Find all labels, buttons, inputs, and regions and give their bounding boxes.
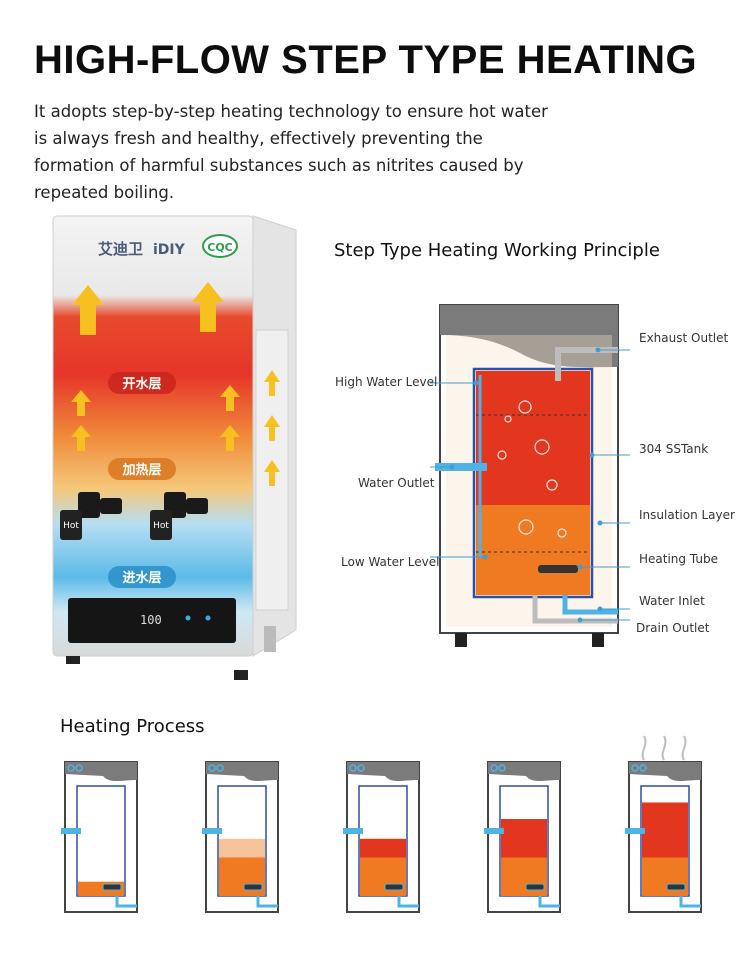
stage-indicator: [208, 764, 216, 772]
stage-water-outlet: [484, 828, 504, 834]
label-insulation-layer: Insulation Layer: [639, 508, 735, 522]
stage-inlet-pipe: [115, 896, 137, 908]
zone-label-boiling: 开水层: [122, 376, 161, 392]
label-water-inlet: Water Inlet: [639, 594, 705, 608]
up-arrow-icon: [71, 282, 280, 486]
label-water-outlet: Water Outlet: [358, 476, 435, 490]
process-stage-5: [625, 735, 702, 913]
stage-heating-tube: [666, 883, 686, 891]
stage-top-cover: [629, 762, 701, 781]
label-exhaust-outlet: Exhaust Outlet: [639, 331, 728, 345]
stage-heating-tube: [243, 883, 263, 891]
stage-top-cover: [347, 762, 419, 781]
process-title: Heating Process: [60, 716, 205, 737]
svg-text:CQC: CQC: [207, 241, 233, 254]
stage-indicator: [498, 764, 506, 772]
brand-logo-latin: iDIY: [153, 242, 186, 258]
stage-heating-tube: [525, 883, 545, 891]
stage-water-outlet: [202, 828, 222, 834]
stage-inlet-pipe: [538, 896, 560, 908]
principle-title: Step Type Heating Working Principle: [334, 240, 660, 261]
steam-icon: [641, 735, 647, 761]
label-tank: 304 SSTank: [639, 442, 708, 456]
stage-indicator: [631, 764, 639, 772]
page-title: HIGH-FLOW STEP TYPE HEATING: [34, 38, 698, 82]
stage-water-outlet: [343, 828, 363, 834]
stage-indicator: [639, 764, 647, 772]
label-high-water-level: High Water Level: [335, 375, 437, 389]
stage-indicator: [357, 764, 365, 772]
process-stage-2: [202, 761, 279, 913]
steam-icon: [661, 735, 667, 761]
label-low-water-level: Low Water Level: [341, 555, 439, 569]
stage-red-layer: [501, 819, 547, 858]
water-boiler-machine: 艾迪卫 iDIY CQC 开水层 加热层 进水层 Hot Hot 100: [52, 215, 297, 680]
label-drain-outlet: Drain Outlet: [636, 621, 710, 635]
hot-water-tap-right[interactable]: Hot: [150, 492, 208, 540]
stage-red-layer: [360, 838, 406, 858]
stage-indicator: [490, 764, 498, 772]
zone-label-inlet: 进水层: [122, 570, 161, 586]
stage-indicator: [67, 764, 75, 772]
certification-badge: CQC: [202, 234, 238, 258]
steam-icon: [681, 735, 687, 761]
principle-diagram: Exhaust Outlet High Water Level 304 SSTa…: [335, 304, 735, 647]
process-stage-4: [484, 761, 561, 913]
process-stage-3: [343, 761, 420, 913]
stage-top-cover: [65, 762, 137, 781]
stage-inlet-pipe: [256, 896, 278, 908]
process-stage-1: [61, 761, 138, 913]
heating-process-stages: [61, 735, 702, 913]
stage-indicator: [349, 764, 357, 772]
label-heating-tube: Heating Tube: [639, 552, 718, 566]
stage-inlet-pipe: [397, 896, 419, 908]
stage-top-cover: [488, 762, 560, 781]
stage-inlet-pipe: [679, 896, 701, 908]
stage-water-outlet: [625, 828, 645, 834]
stage-tank: [76, 785, 126, 897]
stage-light-layer: [219, 838, 265, 858]
zone-label-heating: 加热层: [121, 462, 161, 478]
stage-heating-tube: [102, 883, 122, 891]
stage-top-cover: [206, 762, 278, 781]
brand-logo: 艾迪卫: [98, 240, 143, 258]
svg-text:Hot: Hot: [63, 521, 79, 531]
control-panel[interactable]: 100: [68, 598, 236, 643]
intro-paragraph: It adopts step-by-step heating technolog…: [34, 102, 548, 202]
stage-red-layer: [642, 802, 688, 858]
stage-heating-tube: [384, 883, 404, 891]
display-readout: 100: [140, 613, 162, 627]
svg-text:Hot: Hot: [153, 521, 169, 531]
stage-indicator: [75, 764, 83, 772]
stage-water-outlet: [61, 828, 81, 834]
stage-indicator: [216, 764, 224, 772]
hot-water-tap-left[interactable]: Hot: [60, 492, 122, 540]
